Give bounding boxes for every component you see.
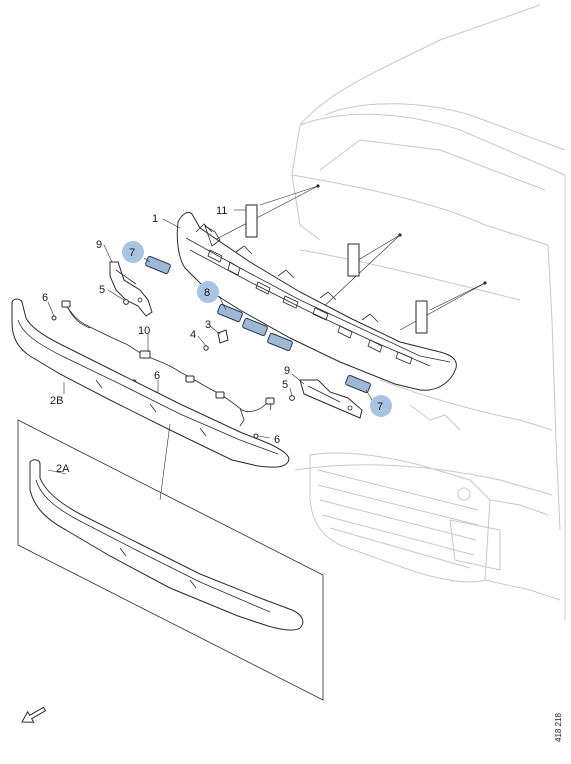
callout-11: 11 (216, 205, 227, 217)
cab-label-plates (245, 204, 428, 334)
callout-highlights (122, 241, 392, 417)
sun-visor-main (176, 211, 457, 391)
highlighted-lamps (145, 255, 371, 394)
arrow-down-left-icon (21, 706, 47, 723)
detail-inset-box (17, 419, 324, 701)
callout-1: 1 (152, 213, 158, 225)
wiring-harness (61, 300, 275, 427)
callout-2B: 2B (50, 395, 63, 407)
callout-3: 3 (205, 319, 211, 331)
callout-4: 4 (190, 329, 196, 341)
callout-8: 8 (204, 287, 210, 299)
bracket-left (109, 261, 153, 317)
callout-6-a: 6 (42, 292, 48, 304)
callout-2A: 2A (56, 463, 70, 475)
callout-7-right: 7 (377, 401, 383, 413)
callout-5-left: 5 (99, 284, 105, 296)
callout-9-left: 9 (96, 239, 102, 251)
callout-10: 10 (138, 325, 150, 337)
visor-2B (11, 298, 290, 468)
visor-2A (29, 459, 304, 631)
callout-5-right: 5 (282, 379, 288, 391)
truck-cab-outline (291, 4, 566, 620)
reference-number: 418 218 (554, 713, 563, 742)
callout-6-c: 6 (274, 434, 280, 446)
callout-7-left: 7 (129, 247, 135, 259)
callout-leaders (47, 209, 373, 475)
callout-9-right: 9 (284, 365, 290, 377)
bracket-right (299, 379, 363, 419)
callout-labels: 1 11 9 7 5 8 6 3 10 4 6 9 5 7 2B 6 2A (42, 205, 383, 475)
callout-6-b: 6 (154, 370, 160, 382)
